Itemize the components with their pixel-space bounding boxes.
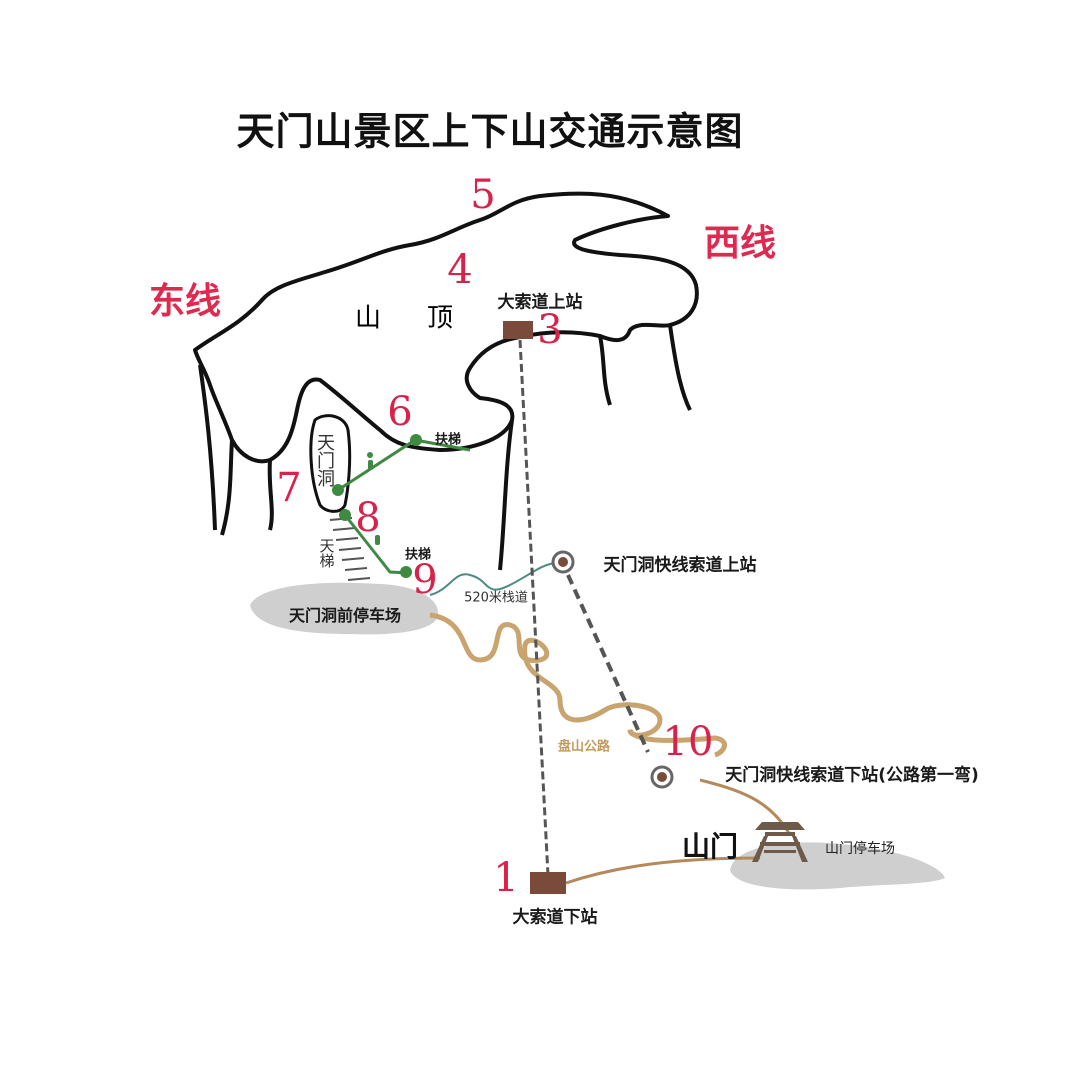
gate-icon [752, 822, 808, 862]
gate-parking-label: 山门停车场 [825, 841, 895, 857]
cliff-left [198, 364, 274, 536]
express-upper-station-label: 天门洞快线索道上站 [603, 555, 757, 576]
road-to-lower-station [565, 856, 761, 885]
express-lower-station-icon [650, 765, 674, 789]
tianmen-cave-label: 天门洞 [314, 433, 335, 487]
route-stops [332, 434, 422, 578]
lower-station-label: 大索道下站 [512, 907, 598, 928]
express-upper-station-icon [551, 550, 575, 574]
cave-parking-label: 天门洞前停车场 [288, 606, 402, 625]
express-lower-station-label: 天门洞快线索道下站(公路第一弯) [725, 765, 979, 786]
escalator-bottom-label: 扶梯 [404, 547, 432, 563]
cliff-right [498, 324, 692, 571]
upper-station-label: 大索道上站 [497, 292, 583, 313]
mountain-road [429, 612, 727, 758]
plank-road-label: 520米栈道 [464, 590, 528, 606]
mountain-outline [193, 191, 699, 464]
cave-parking-area [250, 582, 439, 635]
east-line-label: 东线 [148, 281, 222, 322]
escalator-top-label: 扶梯 [434, 432, 462, 448]
marker-1: 1 [493, 855, 519, 901]
marker-8: 8 [355, 495, 381, 541]
marker-10: 10 [662, 719, 714, 765]
upper-station-icon [503, 321, 533, 339]
mountain-road-label: 盘山公路 [557, 739, 611, 755]
marker-7: 7 [276, 465, 302, 511]
west-line-label: 西线 [703, 223, 777, 264]
marker-6: 6 [387, 389, 413, 435]
express-cableway [566, 574, 650, 753]
marker-3: 3 [537, 307, 563, 353]
summit-label-right: 顶 [426, 303, 454, 334]
gate-parking-area [730, 842, 945, 890]
marker-5: 5 [470, 172, 496, 218]
lower-station-icon [530, 872, 566, 894]
sky-ladder-label: 天梯 [317, 538, 336, 568]
gate-label: 山门 [681, 830, 739, 863]
main-cableway [518, 339, 550, 876]
map-title: 天门山景区上下山交通示意图 [236, 109, 744, 154]
marker-4: 4 [447, 247, 473, 293]
summit-label-left: 山 [354, 303, 382, 334]
marker-9: 9 [412, 557, 438, 603]
